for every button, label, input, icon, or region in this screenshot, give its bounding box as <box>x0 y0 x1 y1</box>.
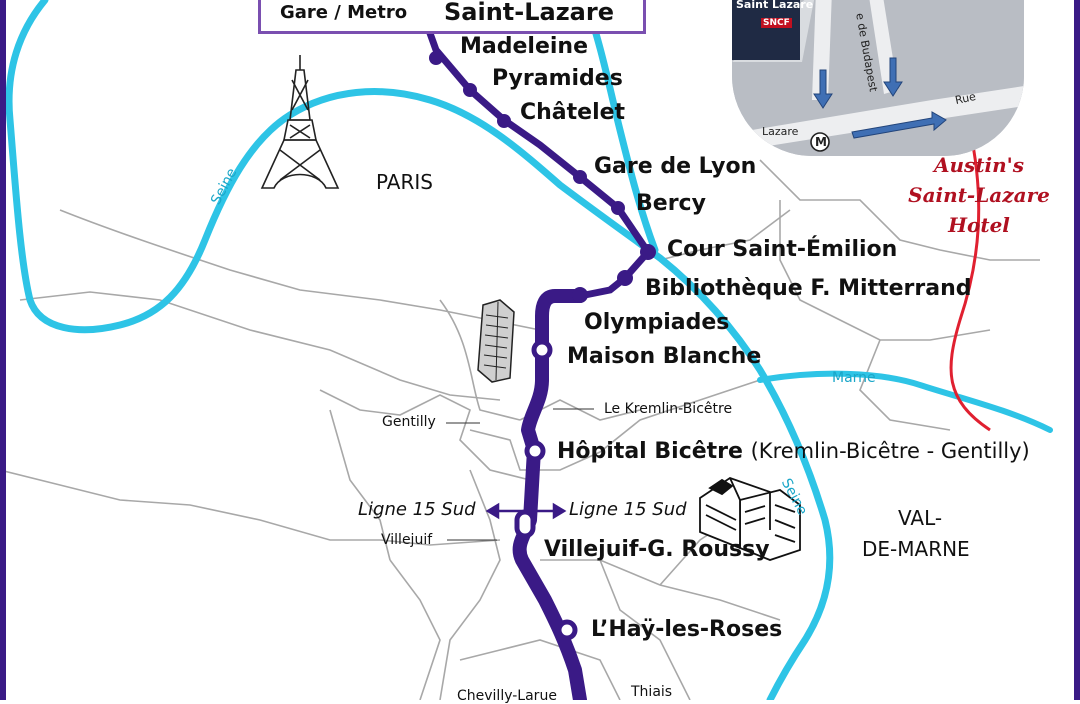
station-chatelet: Châtelet <box>520 100 626 125</box>
town-chevilly-larue: Chevilly-Larue <box>457 688 557 704</box>
connection-ligne-15-left: Ligne 15 Sud <box>358 499 476 520</box>
marne-river <box>757 370 1053 433</box>
hotel-label-line3: Hotel <box>948 213 1010 237</box>
olympiades-tower-icon <box>477 299 515 383</box>
town-thiais: Thiais <box>631 684 673 700</box>
metro-icon <box>810 132 830 152</box>
town-gentilly: Gentilly <box>382 414 436 430</box>
hotel-label-line1: Austin's <box>933 153 1025 177</box>
inset-map-canvas <box>732 0 1024 156</box>
station-lhay-les-roses: L’Haÿ-les-Roses <box>591 617 783 642</box>
station-bibliotheque: Bibliothèque F. Mitterrand <box>645 276 972 301</box>
station-bercy: Bercy <box>636 191 706 216</box>
town-kremlin-bicetre: Le Kremlin-Bicêtre <box>604 401 733 417</box>
seine-river <box>5 0 834 700</box>
station-hopital-bicetre-label: Hôpital Bicêtre <box>557 439 743 464</box>
station-pyramides: Pyramides <box>492 66 623 91</box>
station-olympiades: Olympiades <box>584 310 730 335</box>
town-leaders <box>446 408 594 541</box>
sncf-logo: SNCF <box>761 18 792 28</box>
station-building <box>732 0 800 60</box>
seine-upper <box>581 0 659 254</box>
connection-ligne-15-right: Ligne 15 Sud <box>569 499 687 520</box>
inset-street-lazare: Lazare <box>762 125 799 138</box>
hotel-label: Austin's Saint-Lazare Hotel <box>884 150 1074 240</box>
ligne-15-arrow <box>485 502 567 520</box>
inset-station-label: Saint Lazare <box>736 0 814 11</box>
rivers <box>5 0 1053 700</box>
area-val-de-marne-2: DE-MARNE <box>862 537 970 561</box>
station-hopital-bicetre-sub: (Kremlin-Bicêtre - Gentilly) <box>750 439 1030 463</box>
hospital-building-icon <box>699 477 801 561</box>
inset-metro-symbol: M <box>815 135 827 149</box>
legend-left-text: Gare / Metro <box>280 2 408 23</box>
town-villejuif: Villejuif <box>381 532 433 548</box>
station-villejuif-roussy: Villejuif-G. Roussy <box>544 537 770 562</box>
hotel-label-line2: Saint-Lazare <box>908 183 1050 207</box>
legend-box <box>258 0 646 34</box>
station-maison-blanche: Maison Blanche <box>567 344 762 369</box>
area-paris: PARIS <box>376 170 433 194</box>
river-label-marne: Marne <box>832 370 876 386</box>
station-hopital-bicetre: Hôpital Bicêtre (Kremlin-Bicêtre - Genti… <box>557 439 1030 464</box>
station-gare-de-lyon: Gare de Lyon <box>594 154 757 179</box>
station-madeleine: Madeleine <box>460 34 588 59</box>
area-val-de-marne-1: VAL- <box>898 506 943 530</box>
eiffel-tower-icon <box>260 55 340 189</box>
station-cour-saint-emilion: Cour Saint-Émilion <box>667 237 898 262</box>
legend-right-text: Saint-Lazare <box>444 0 614 26</box>
